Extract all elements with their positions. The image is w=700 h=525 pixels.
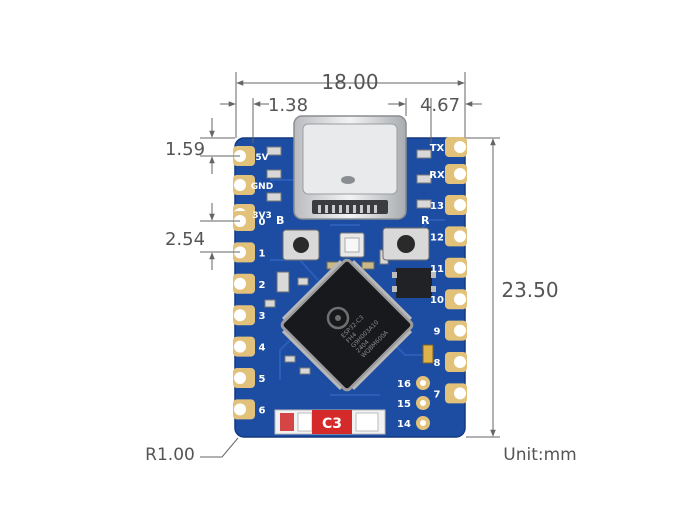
left-pin-label: 3V3 — [252, 211, 272, 221]
castellated-pad — [233, 273, 255, 294]
reset-button-label: R — [421, 214, 430, 227]
right-pin-label: 10 — [430, 295, 444, 306]
castellated-pad — [445, 257, 467, 278]
bottom-pin-label: 16 — [397, 379, 411, 390]
reset-button — [382, 227, 430, 261]
left-pin-label: 5V — [255, 153, 268, 163]
left-pin-label: 2 — [259, 280, 266, 291]
castellated-pad — [445, 352, 467, 372]
right-pin-label: RX — [429, 170, 445, 181]
castellated-pad — [445, 226, 467, 247]
pin-pitch-dimension: 2.54 — [165, 229, 205, 250]
right-pin-label: 13 — [430, 201, 444, 212]
right-pin-label: 7 — [434, 389, 441, 400]
left-pin-label: 0 — [259, 217, 266, 228]
left-pin-label: GND — [251, 182, 273, 192]
right-pin-labels: TX RX 13 12 11 10 9 8 7 — [429, 143, 445, 400]
rgb-led — [339, 232, 365, 258]
castellated-pad — [445, 289, 467, 310]
bottom-pin-label: 15 — [397, 399, 411, 410]
smd-components — [264, 146, 434, 375]
boot-button-label: B — [276, 214, 284, 227]
bottom-pin-labels: 16 15 14 — [397, 379, 411, 430]
round-pad — [416, 416, 430, 430]
antenna-area: C3 — [274, 409, 386, 435]
right-pin-label: 8 — [434, 358, 441, 369]
chip-badge: C3 — [322, 416, 342, 432]
dimension-lines — [200, 72, 500, 458]
left-pin-label: 3 — [259, 311, 266, 322]
corner-radius-dimension: R1.00 — [145, 445, 195, 465]
castellated-pad — [445, 164, 467, 184]
castellated-pad — [445, 383, 467, 404]
round-pad — [416, 396, 430, 410]
castellated-pad — [445, 195, 467, 215]
castellated-pad — [445, 137, 467, 157]
top-pin-offset-dimension: 1.59 — [165, 139, 205, 160]
right-offset-dimension: 4.67 — [420, 95, 460, 116]
castellated-pad — [233, 175, 255, 195]
bottom-pin-pads — [416, 376, 430, 430]
right-pin-label: TX — [430, 143, 445, 154]
castellated-pad — [445, 320, 467, 341]
right-pin-label: 9 — [434, 327, 441, 338]
usb-c-connector — [293, 115, 407, 220]
left-pin-label: 6 — [259, 405, 266, 416]
left-pin-label: 1 — [259, 248, 266, 259]
regulator-chip — [392, 268, 436, 298]
bottom-pin-label: 14 — [397, 419, 411, 430]
boot-button — [282, 229, 320, 261]
width-dimension: 18.00 — [321, 70, 378, 94]
height-dimension: 23.50 — [501, 278, 558, 302]
right-pin-label: 11 — [430, 264, 444, 275]
castellated-pad — [233, 305, 255, 326]
right-pin-pads — [445, 137, 467, 404]
dimension-labels: 18.00 1.38 4.67 1.59 2.54 23.50 R1.00 Un… — [145, 70, 577, 465]
right-pin-label: 12 — [430, 232, 444, 243]
left-pin-label: 5 — [259, 374, 266, 385]
left-offset-dimension: 1.38 — [268, 95, 308, 116]
castellated-pad — [233, 368, 255, 388]
esp32-c3-chip: ESP32-C3 FH4 G9H003A10 2404 WQBM600A — [280, 258, 414, 392]
round-pad — [416, 376, 430, 390]
left-pin-label: 4 — [259, 343, 266, 354]
unit-label: Unit:mm — [503, 445, 576, 465]
left-pin-pads — [233, 146, 255, 420]
castellated-pad — [233, 399, 255, 420]
castellated-pad — [233, 336, 255, 357]
